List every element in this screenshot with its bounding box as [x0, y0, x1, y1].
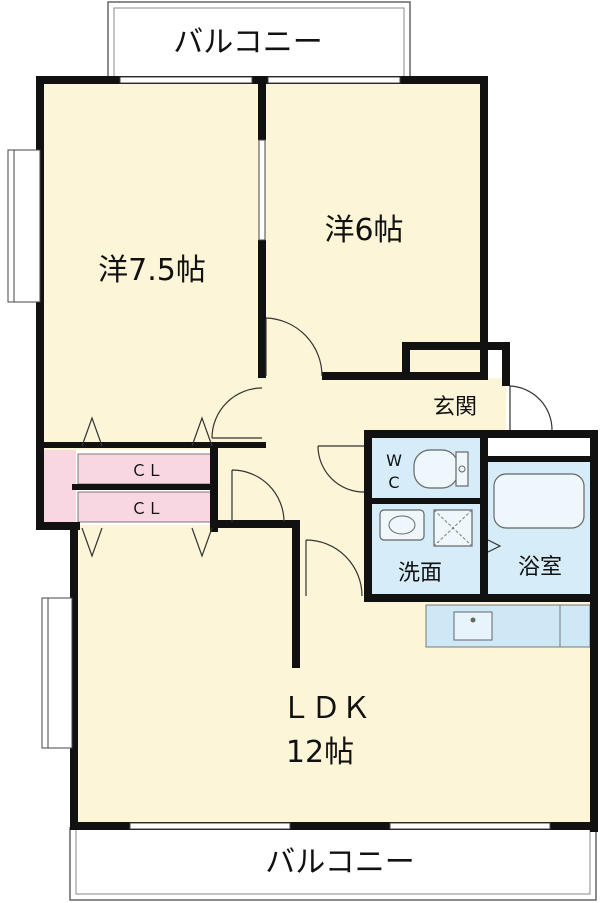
labels: バルコニー バルコニー 洋7.5帖 洋6帖 玄関 ＣＬ ＣＬ W C 洗面 浴室… — [98, 25, 562, 880]
balcony-top — [107, 1, 411, 79]
window-west — [7, 149, 41, 303]
wc-label-w: W — [386, 451, 402, 470]
closet-lower — [77, 491, 217, 523]
door-washroom — [305, 539, 363, 597]
bathtub — [493, 473, 585, 529]
floors — [40, 82, 590, 823]
window-ldk-bottom-2 — [389, 822, 551, 830]
window-ldk-bottom — [129, 822, 291, 830]
closet-upper-label: ＣＬ — [131, 461, 163, 480]
toilet — [413, 449, 469, 489]
west-room-floor — [40, 82, 262, 450]
ldk-name-label: ＬＤＫ — [281, 691, 371, 726]
washroom-label: 洗面 — [398, 561, 442, 586]
bath-door — [487, 539, 502, 553]
closet-door-upper-right — [191, 416, 213, 447]
bathroom-label: 浴室 — [518, 555, 562, 580]
closet-door-upper-left — [81, 416, 103, 447]
window-bedroom-divider — [258, 139, 266, 241]
window-top-west — [119, 76, 253, 84]
balcony-bottom-label: バルコニー — [265, 845, 414, 880]
kitchen-counter — [425, 604, 591, 648]
walls — [36, 76, 598, 832]
basin — [379, 509, 473, 547]
doors — [81, 317, 553, 597]
balcony-top-label: バルコニー — [173, 25, 322, 60]
closet-door-lower-right — [191, 527, 213, 558]
door-west-room — [211, 387, 263, 439]
ldk-size-label: 12帖 — [286, 735, 354, 770]
door-wc — [317, 445, 365, 493]
door-entrance — [509, 385, 553, 431]
wc-label-c: C — [388, 473, 399, 492]
door-ldk — [231, 469, 285, 523]
left-closet-strip — [40, 450, 76, 524]
entrance-label: 玄関 — [433, 395, 477, 420]
window-ldk-west — [41, 597, 73, 749]
door-east-room — [265, 317, 323, 377]
closet-door-lower-left — [81, 527, 103, 558]
closet-lower-label: ＣＬ — [131, 499, 163, 518]
sink — [453, 611, 493, 641]
east-room-label: 洋6帖 — [324, 213, 403, 248]
window-top-east — [267, 76, 401, 84]
balcony-bottom — [69, 827, 597, 901]
east-room-floor — [262, 82, 484, 378]
west-room-label: 洋7.5帖 — [98, 253, 206, 288]
closets — [77, 453, 217, 523]
windows — [7, 76, 551, 830]
entrance-floor — [408, 378, 506, 432]
